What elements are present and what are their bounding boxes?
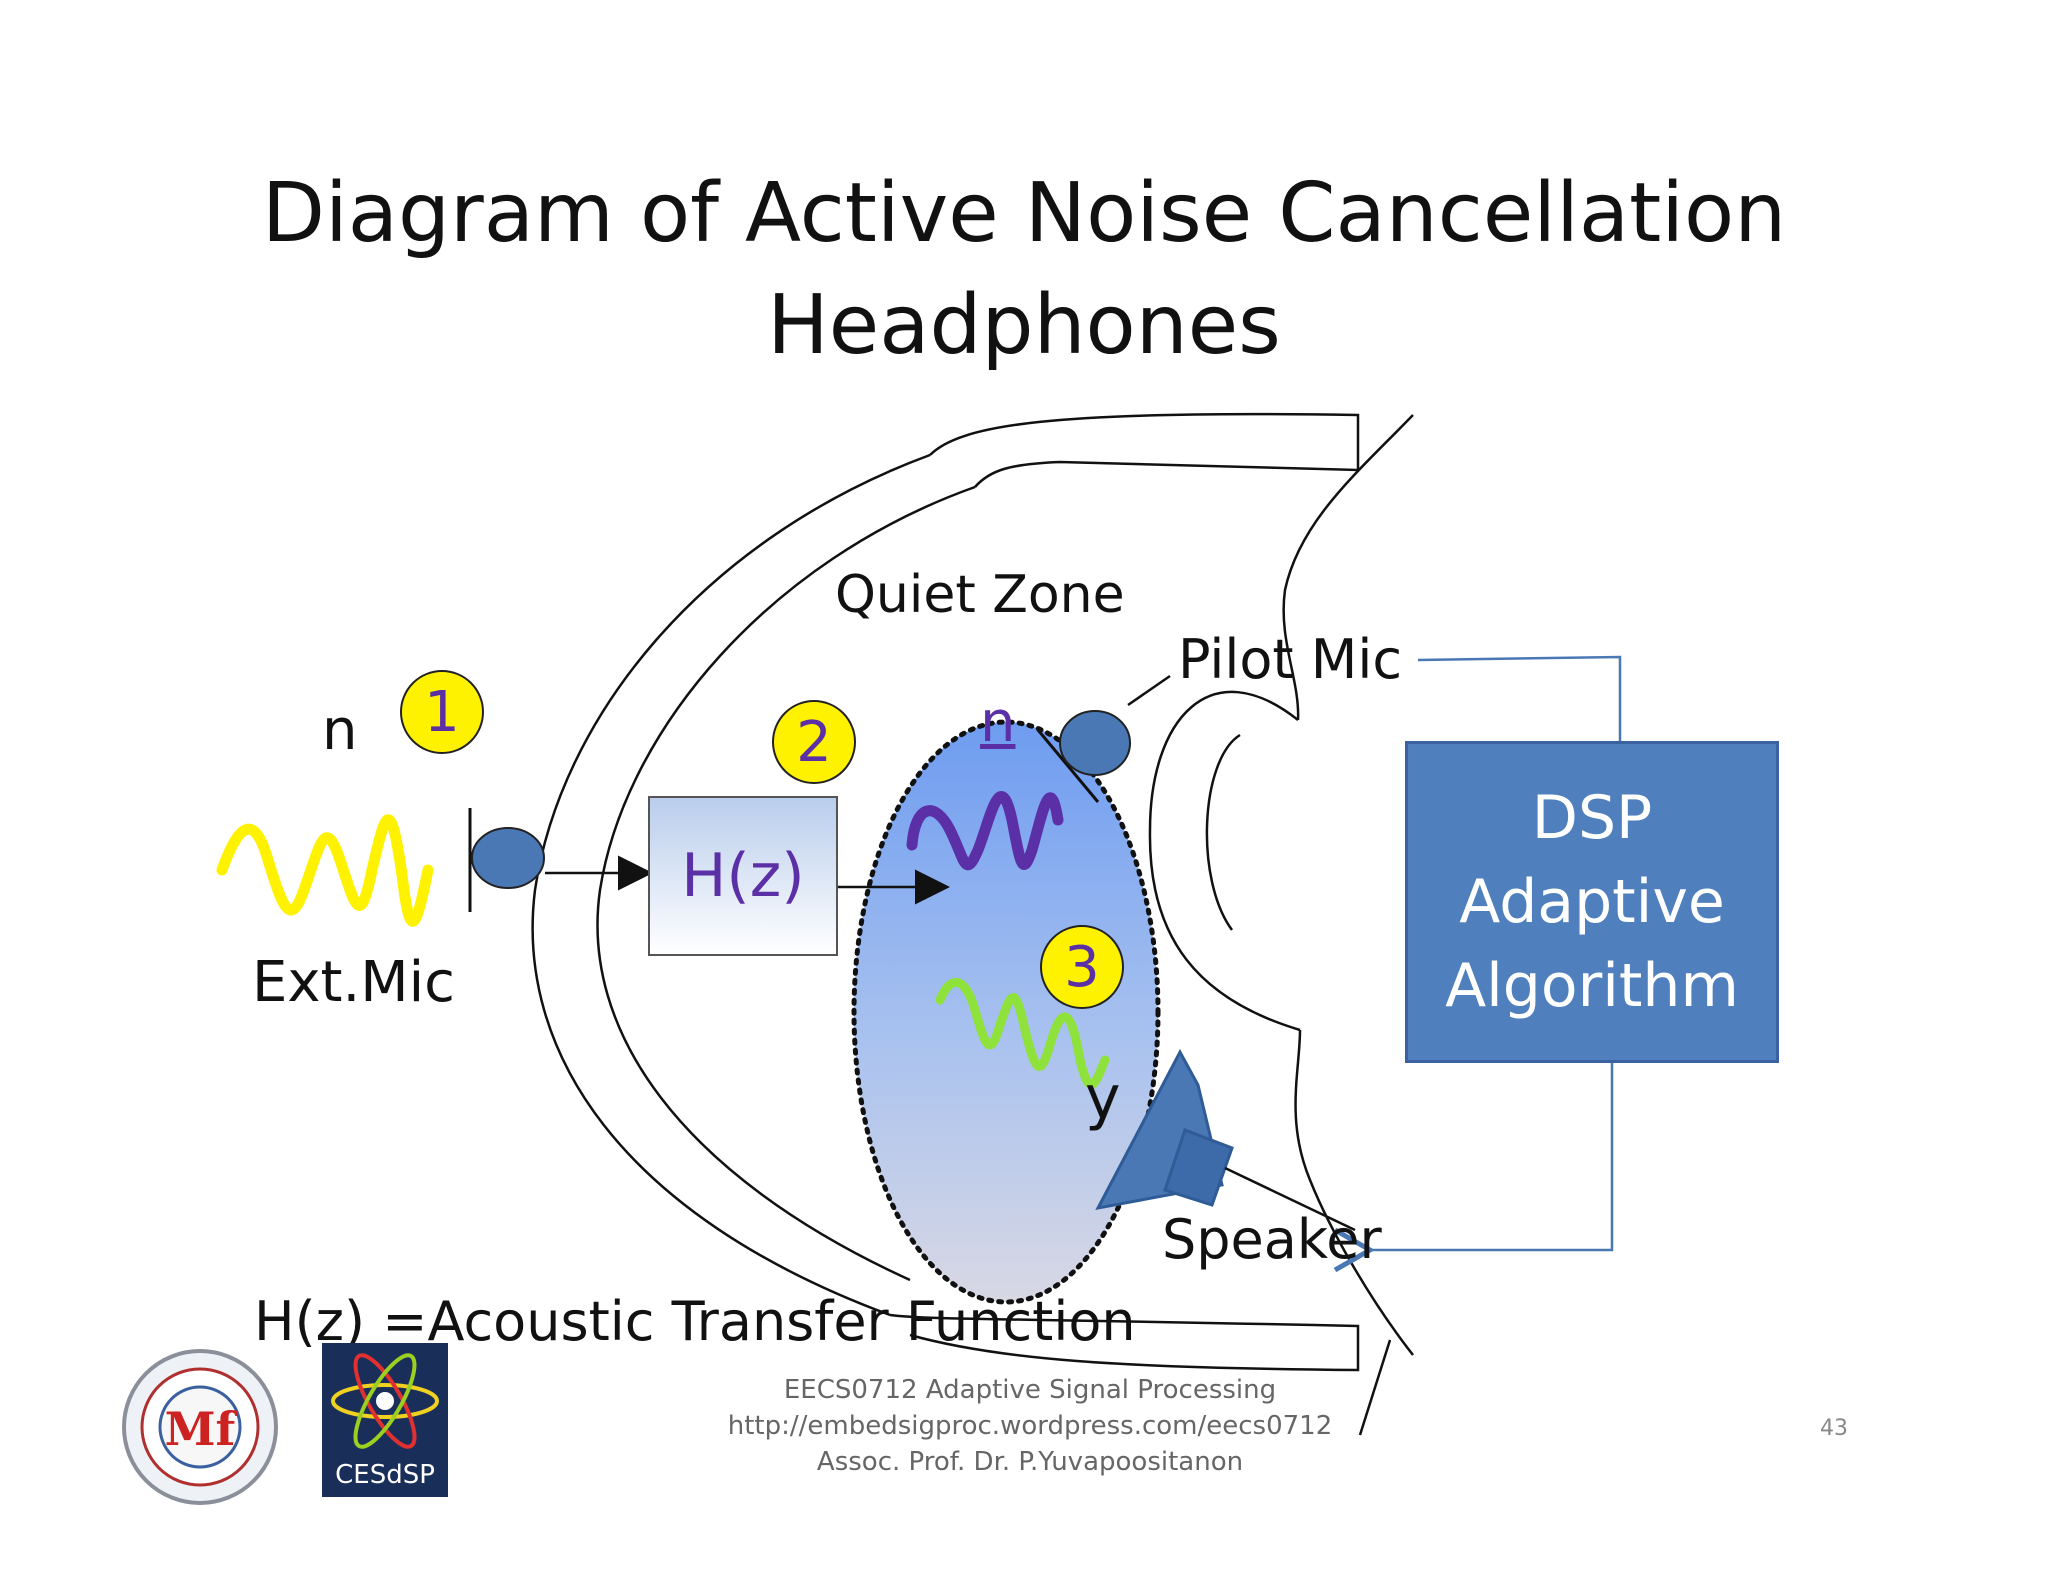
page-number: 43 <box>1820 1416 1848 1441</box>
dsp-line1: DSP <box>1531 783 1653 853</box>
transfer-function-label: H(z) =Acoustic Transfer Function <box>254 1290 1136 1353</box>
ext-mic-label: Ext.Mic <box>252 950 455 1015</box>
footer-url: http://embedsigproc.wordpress.com/eecs07… <box>727 1411 1333 1441</box>
hz-filter-label: H(z) <box>681 841 805 911</box>
quiet-zone-label: Quiet Zone <box>835 565 1125 625</box>
dsp-line3: Algorithm <box>1445 951 1739 1021</box>
noise-in-zone-waveform <box>906 791 1064 871</box>
footer-course: EECS0712 Adaptive Signal Processing <box>783 1375 1277 1405</box>
noise-waveform <box>216 814 434 927</box>
ear-cup-shell <box>531 412 1414 1436</box>
pilot-mic-icon <box>1059 710 1131 776</box>
footer-author: Assoc. Prof. Dr. P.Yuvapoositanon <box>816 1447 1244 1477</box>
cesdsp-logo: CESdSP <box>322 1343 448 1497</box>
y-label: y <box>1085 1063 1121 1133</box>
noise-n-label: n <box>322 698 358 763</box>
ext-mic-icon <box>471 827 545 889</box>
slide-title-line1: Diagram of Active Noise Cancellation <box>261 166 1787 261</box>
speaker-label: Speaker <box>1162 1208 1382 1271</box>
hz-filter-box: H(z) <box>648 796 838 956</box>
pilot-mic-label: Pilot Mic <box>1178 628 1403 691</box>
badge-3: 3 <box>1040 925 1124 1009</box>
university-seal-logo: Mf <box>122 1349 278 1505</box>
pilot-to-dsp-line <box>1417 655 1622 741</box>
badge-1: 1 <box>400 670 484 754</box>
dsp-to-speaker-line <box>1370 1063 1614 1250</box>
speaker-lead <box>1224 1166 1356 1232</box>
slide-title-line2: Headphones <box>767 278 1281 373</box>
svg-text:Mf: Mf <box>165 1402 239 1456</box>
pilot-mic-stand <box>1036 729 1100 803</box>
anti-noise-waveform <box>935 977 1110 1089</box>
dsp-adaptive-algorithm-box: DSP Adaptive Algorithm <box>1405 741 1779 1063</box>
dsp-line2: Adaptive <box>1459 867 1725 937</box>
badge-2: 2 <box>772 700 856 784</box>
speaker-magnet <box>1163 1128 1234 1207</box>
cesdsp-atom-icon <box>331 1353 439 1449</box>
n-bar-label: n <box>980 690 1016 755</box>
cesdsp-logo-text: CESdSP <box>335 1460 435 1490</box>
pilot-mic-lead <box>1127 674 1171 707</box>
